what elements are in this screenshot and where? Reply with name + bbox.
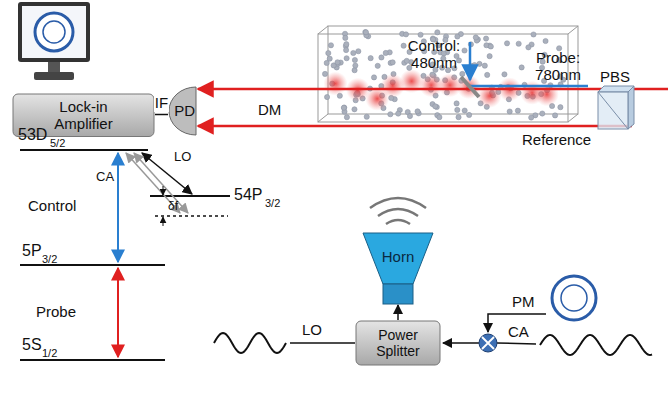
horn-antenna: Horn xyxy=(362,232,434,305)
control-beam-in xyxy=(469,42,472,80)
ca-transition xyxy=(126,153,180,213)
logo xyxy=(552,276,596,320)
node-text: PD xyxy=(174,102,195,119)
lo-signal xyxy=(214,333,286,353)
ca-wire xyxy=(497,343,536,344)
radiation-waves xyxy=(370,198,426,224)
energy-levels xyxy=(20,150,230,360)
text-label: 3/2 xyxy=(265,197,280,209)
edge-label: IF xyxy=(154,95,169,112)
text-label: 5/2 xyxy=(50,137,65,149)
node-text: Lock-in Amplifier xyxy=(39,98,129,133)
text-label: 3/2 xyxy=(42,253,57,265)
splitter-box: Power Splitter xyxy=(355,320,441,366)
control-beam xyxy=(468,85,588,88)
text-label: LO xyxy=(302,322,322,339)
atoms xyxy=(322,29,565,120)
beam-splitter: PBS xyxy=(594,68,636,130)
text-label: PM xyxy=(512,294,535,311)
text-label: 1/2 xyxy=(42,347,57,359)
connector xyxy=(397,305,399,320)
node-text: PBS xyxy=(594,68,636,85)
text-label: 5P xyxy=(22,242,42,260)
text-label: LO xyxy=(174,150,191,164)
mixer-wire xyxy=(443,342,479,344)
text-label: DM xyxy=(258,102,281,119)
photo-detector: PD xyxy=(168,86,198,136)
text-label: 53D xyxy=(18,126,47,144)
node-text: Power Splitter xyxy=(360,327,436,359)
text-label: δf xyxy=(168,200,178,213)
text-label: Control: 480nm xyxy=(402,38,466,71)
lo-wire xyxy=(290,342,355,344)
text-label: CA xyxy=(508,324,529,341)
text-label: Probe: 780nm xyxy=(522,50,594,83)
node-text: Horn xyxy=(368,248,428,265)
probe-transition xyxy=(117,268,119,357)
connector xyxy=(155,114,168,116)
mixer-symbol xyxy=(479,334,497,352)
text-label: CA xyxy=(96,170,114,184)
ca-signal xyxy=(540,335,652,355)
probe-beam xyxy=(198,88,668,91)
text-label: Control xyxy=(28,198,76,215)
dichroic-mirror xyxy=(461,77,479,97)
text-label: Reference xyxy=(522,132,591,149)
reference-beam xyxy=(198,125,632,128)
detuning-arrow xyxy=(163,217,164,226)
text-label: Probe xyxy=(36,304,76,321)
text-label: 5S xyxy=(22,336,42,354)
control-transition xyxy=(117,153,119,262)
node-outline xyxy=(362,232,434,305)
text-label: 54P xyxy=(234,186,262,204)
detuning-arrow xyxy=(163,186,164,195)
monitor xyxy=(18,2,90,80)
